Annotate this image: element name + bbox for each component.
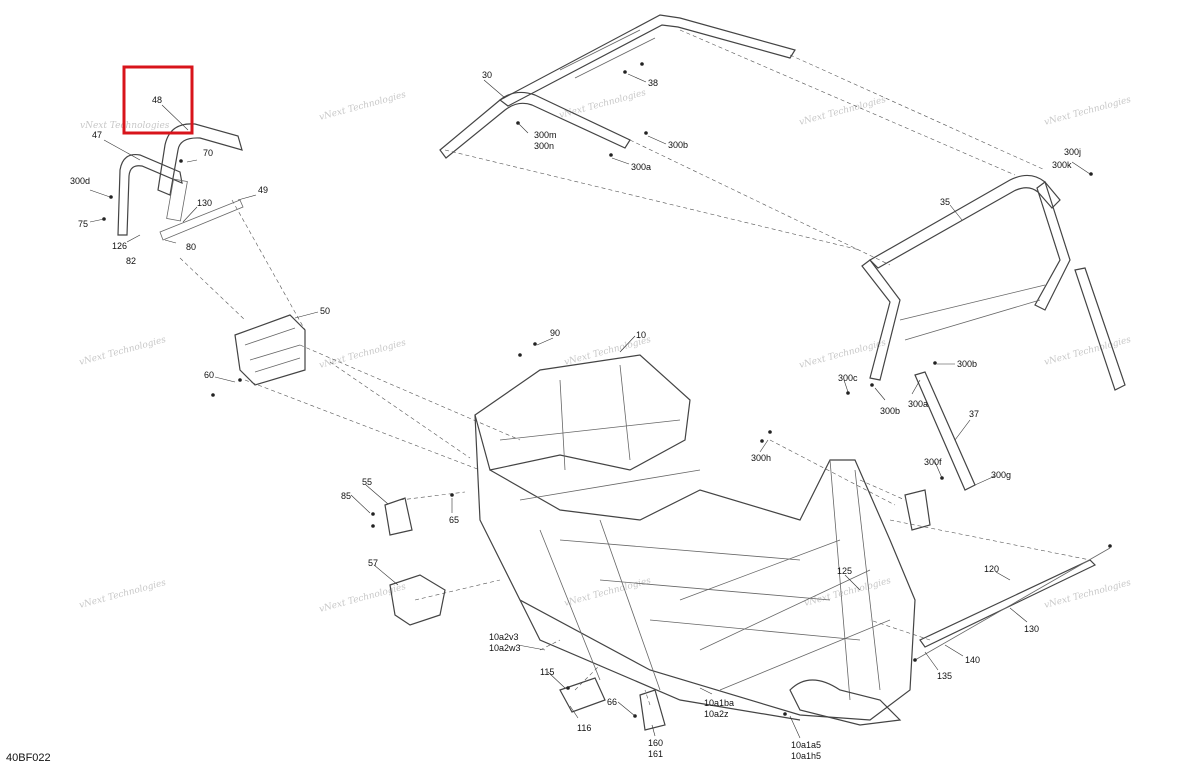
callout-30[interactable]: 30 [482, 70, 492, 80]
callout-66[interactable]: 66 [607, 697, 617, 707]
callout-115[interactable]: 115 [540, 667, 554, 677]
watermark: vNext Technologies [803, 576, 892, 609]
callout-50[interactable]: 50 [320, 306, 330, 316]
callout-300n[interactable]: 300n [534, 141, 554, 151]
callout-300h[interactable]: 300h [751, 453, 771, 463]
callout-300k[interactable]: 300k [1052, 160, 1072, 170]
callout-10a1h5[interactable]: 10a1h5 [791, 751, 821, 761]
callout-70[interactable]: 70 [203, 148, 213, 158]
diagram-code: 40BF022 [6, 752, 51, 764]
callout-labels: 48 47 70 300d 75 130 49 126 80 82 30 38 … [70, 70, 1081, 761]
callout-126[interactable]: 126 [112, 241, 127, 251]
callout-10a1ba[interactable]: 10a1ba [704, 698, 734, 708]
callout-120[interactable]: 120 [984, 564, 999, 574]
callout-90[interactable]: 90 [550, 328, 560, 338]
watermark: vNext Technologies [798, 95, 887, 128]
small-brackets [384, 489, 931, 731]
callout-48[interactable]: 48 [152, 95, 162, 105]
callout-116[interactable]: 116 [577, 723, 591, 733]
callout-82[interactable]: 82 [126, 256, 136, 266]
callout-49[interactable]: 49 [258, 185, 268, 195]
callout-300g[interactable]: 300g [991, 470, 1011, 480]
callout-55[interactable]: 55 [362, 477, 372, 487]
watermark: vNext Technologies [78, 335, 167, 368]
callout-300b-top[interactable]: 300b [668, 140, 688, 150]
callout-140[interactable]: 140 [965, 655, 980, 665]
watermark: vNext Technologies [1043, 95, 1132, 128]
callout-300b-lower[interactable]: 300b [880, 406, 900, 416]
callout-75[interactable]: 75 [78, 219, 88, 229]
part-37-shock [914, 267, 1126, 491]
callout-35[interactable]: 35 [940, 197, 950, 207]
assembly-lines [179, 29, 1091, 706]
callout-60[interactable]: 60 [204, 370, 214, 380]
part-30-front-roof-bar [439, 14, 796, 159]
callout-10a2v3[interactable]: 10a2v3 [489, 632, 519, 642]
callout-47[interactable]: 47 [92, 130, 102, 140]
watermark: vNext Technologies [558, 88, 647, 121]
callout-10a2z[interactable]: 10a2z [704, 709, 729, 719]
callout-300j[interactable]: 300j [1064, 147, 1081, 157]
callout-300a-top[interactable]: 300a [631, 162, 651, 172]
watermark: vNext Technologies [798, 338, 887, 371]
callout-300f[interactable]: 300f [924, 457, 942, 467]
callout-80[interactable]: 80 [186, 242, 196, 252]
callout-300m[interactable]: 300m [534, 130, 557, 140]
callout-37[interactable]: 37 [969, 409, 979, 419]
callout-65[interactable]: 65 [449, 515, 459, 525]
part-35-rear-roof-bar [861, 174, 1071, 381]
part-47-48-tubes [117, 123, 244, 241]
callout-161[interactable]: 161 [648, 749, 663, 759]
callout-135[interactable]: 135 [937, 671, 952, 681]
part-120-rail [914, 547, 1111, 661]
leader-lines [89, 73, 1091, 739]
part-10-main-frame [474, 354, 916, 726]
highlight-box [122, 65, 194, 135]
callout-300b-right[interactable]: 300b [957, 359, 977, 369]
callout-10[interactable]: 10 [636, 330, 646, 340]
watermark: vNext Technologies [318, 338, 407, 371]
callout-130[interactable]: 130 [197, 198, 212, 208]
watermark: vNext Technologies [318, 90, 407, 123]
callout-57[interactable]: 57 [368, 558, 378, 568]
watermark: vNext Technologies [78, 578, 167, 611]
callout-130-rail[interactable]: 130 [1024, 624, 1039, 634]
callout-300c[interactable]: 300c [838, 373, 858, 383]
callout-85[interactable]: 85 [341, 491, 351, 501]
callout-10a2w3[interactable]: 10a2w3 [489, 643, 521, 653]
watermark: vNext Technologies [1043, 335, 1132, 368]
callout-125[interactable]: 125 [837, 566, 852, 576]
callout-160[interactable]: 160 [648, 738, 663, 748]
callout-10a1a5[interactable]: 10a1a5 [791, 740, 821, 750]
fasteners [102, 62, 1112, 718]
part-50-bracket [234, 314, 306, 386]
callout-300a-right[interactable]: 300a [908, 399, 928, 409]
callout-38[interactable]: 38 [648, 78, 658, 88]
callout-300d[interactable]: 300d [70, 176, 90, 186]
